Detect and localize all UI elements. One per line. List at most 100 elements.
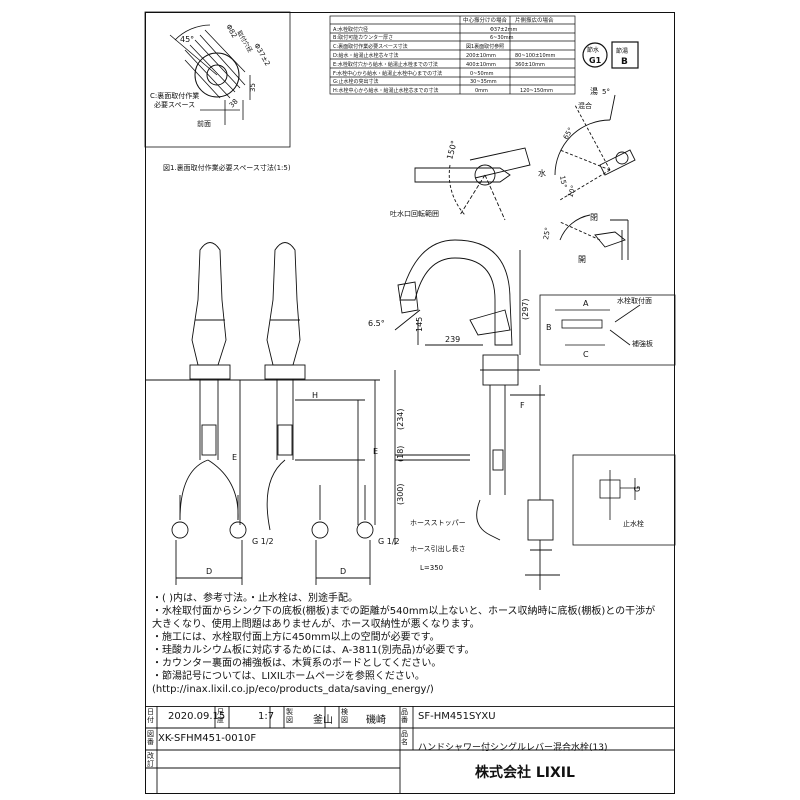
dim-297: (297) [521,298,530,320]
dim-d-left: D [206,567,212,576]
lever-mix: 混合 [578,101,592,110]
spec-row-label: B:取付可能カウンター厚さ [333,34,393,41]
tb-name: ハンドシャワー付シングルレバー混合水栓(13) [418,743,608,753]
spec-row-label: A:水栓取付穴径 [333,26,368,33]
lever-top-view [554,94,636,201]
detail-mount-plate [539,294,676,366]
label-stopper: ホースストッパー [410,519,466,527]
tb-drawing-no-label: 図番 [147,730,154,746]
spec-row-value: 200±10mm [466,53,496,59]
dim-a65: 6.5° [368,319,385,328]
spec-row-label: F:水栓中心から給水・給湯止水栓中心までの寸法 [333,70,442,77]
tb-draw-label: 製図 [286,708,293,724]
lever-hot: 湯 [590,86,598,96]
tb-scale-label: 尺度 [217,708,224,724]
dim-f: F [520,401,525,410]
faucet-side-elevation [394,239,560,590]
lever-side-view [559,214,629,260]
lever-a10: 10° [566,184,578,198]
tb-product-no-label: 品番 [401,708,408,724]
dim-e-left: E [232,453,237,462]
spec-row-label: C:裏面取付作業必要スペース寸法 [333,43,408,50]
tb-product-no: SF-HM451SYXU [418,711,496,722]
saving-badges: 節水 G1 節湯 B [582,41,639,69]
spec-row-value: Φ37±2mm [490,27,518,33]
spec-row-value: 80~100±10mm [515,53,556,59]
lever-open: 開 [578,255,586,264]
spec-header-1: 中心振分けの場合 [463,16,508,24]
spec-row-label: E:水栓取付穴から給水・給湯止水栓までの寸法 [333,61,438,68]
detail-reinforce: 補強板 [632,339,653,348]
faucet-elevation-left [145,242,380,585]
spec-header-2: 片側振広の場合 [515,16,554,24]
note-4: ・施工には、水栓取付面上方に450mm以上の空間が必要です。 [152,632,440,643]
detail-c: C [583,350,589,359]
spec-row-label: G:止水栓の突出寸法 [333,78,379,85]
fig1-d35: 35 [249,83,257,92]
fig1-c-space2: 必要スペース [154,100,195,109]
detail-g: G [633,486,642,492]
spec-rows: A:水栓取付穴径 Φ37±2mm B:取付可能カウンター厚さ 6~30mm C:… [333,26,556,94]
tb-drawer: 釜山 [313,715,333,726]
spec-row-label: H:水栓中心から給水・給湯止水栓芯までの寸法 [333,87,438,94]
spec-row-value: 30~35mm [470,79,497,85]
spec-row-value: 0~50mm [470,71,494,77]
fig1-d38: 38 [228,97,240,109]
spec-row-value: 0mm [475,88,488,94]
detail-stop-valve [572,454,676,546]
note-1: ・( )内は、参考寸法。・止水栓は、別途手配。 [152,593,358,604]
tb-scale: 1:7 [258,711,275,722]
badge-label-left: 節水 [587,46,599,54]
spec-row-value: 400±10mm [466,62,496,68]
label-len: L=350 [420,564,443,572]
badge-label-right: 節湯 [616,47,628,55]
dim-h: H [312,391,318,400]
spec-row-value: 図1裏面取付参照 [466,43,504,50]
dim-e-right: E [373,447,378,456]
fig1-mount: 取付穴径 [235,29,254,54]
tb-revision-label: 改訂 [147,752,154,768]
dim-g12-right: G 1/2 [378,537,400,546]
dim-18: (18) [396,446,405,462]
top-angle150: 150° [445,140,459,161]
lever-close: 閉 [590,213,598,222]
spec-row-label: D:給水・給湯止水栓芯々寸法 [333,52,399,59]
lever-a25: 25° [542,227,552,241]
lever-a15: 15° [558,175,568,189]
fig1-phi82: Φ82 [224,23,238,39]
lever-a5: 5° [602,88,610,96]
top-spout-turn: 吐水口回転範囲 [390,209,439,218]
tb-date: 2020.09.15 [168,711,226,722]
spec-row-value: 6~30mm [490,35,514,41]
dim-145: 145 [415,317,424,332]
dim-d-right: D [340,567,346,576]
lever-a65: 65° [562,126,575,141]
note-6: ・カウンター裏面の補強板は、木質系のボードとしてください。 [152,658,442,669]
badge-g1: G1 [589,56,602,65]
label-pull: ホース引出し長さ [410,544,466,553]
fig1-angle: 45° [180,35,194,44]
title-block [145,706,675,794]
note-3: 大きくなり、使用上問題はありませんが、ホース収納性が悪くなります。 [152,619,480,630]
dim-234: (234) [396,408,405,430]
tb-name-label: 品名 [401,730,408,746]
tb-company: 株式会社 LIXIL [475,765,575,781]
note-8: (http://inax.lixil.co.jp/eco/products_da… [152,684,434,695]
spec-row-value: 360±10mm [515,62,545,68]
tb-check-label: 検図 [341,708,348,724]
note-2: ・水栓取付面からシンク下の底板(棚板)までの距離が540mm以上ないと、ホース収… [152,606,656,617]
fig1-phi37: Φ37±2 [252,42,271,67]
dim-239: 239 [445,335,460,344]
dim-300: (300) [396,483,405,505]
tb-checker: 磯崎 [366,715,386,726]
badge-b: B [621,57,628,67]
detail-a: A [583,299,589,308]
dim-g12-left: G 1/2 [252,537,274,546]
fig1-caption: 図1.裏面取付作業必要スペース寸法(1:5) [163,163,291,172]
tb-drawing-no: XK-SFHM451-0010F [158,733,257,744]
detail-stop-valve-label: 止水栓 [623,519,644,528]
detail-plate: 水栓取付面 [617,296,652,305]
tb-date-label: 日付 [147,708,154,724]
top-view [414,147,531,221]
